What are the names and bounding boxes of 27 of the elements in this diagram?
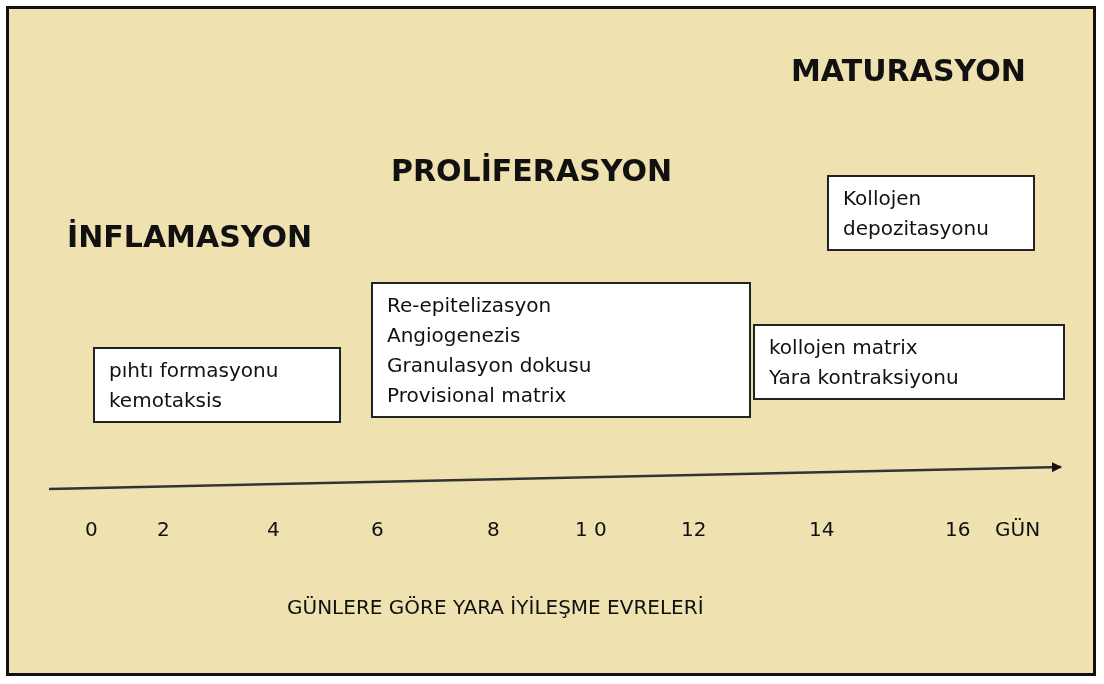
text-box [371, 282, 751, 418]
phase-heading: İNFLAMASYON [67, 219, 313, 254]
tick-label: 12 [681, 517, 707, 541]
axis-unit: GÜN [995, 517, 1041, 541]
tick-label: 2 [157, 517, 170, 541]
tick-label: 8 [487, 517, 500, 541]
tick-label: 16 [945, 517, 971, 541]
box-text: kemotaksis [109, 387, 223, 414]
text-box [827, 175, 1035, 251]
box-text: Yara kontraksiyonu [769, 364, 960, 391]
caption: GÜNLERE GÖRE YARA İYİLEŞME EVRELERİ [287, 595, 704, 619]
box-text: Provisional matrix [387, 382, 568, 409]
tick-label: 4 [267, 517, 280, 541]
tick-label: 6 [371, 517, 384, 541]
text-box [93, 347, 341, 423]
box-text: Re-epitelizasyon [387, 292, 553, 319]
phase-heading: MATURASYON [791, 53, 1026, 88]
box-text: Kollojen depozitasyonu [843, 185, 990, 242]
box-text: Angiogenezis [387, 322, 522, 349]
tick-label: 0 [85, 517, 98, 541]
text-box [753, 324, 1065, 400]
box-text: kollojen matrix [769, 334, 919, 361]
phase-heading: PROLİFERASYON [391, 153, 673, 188]
tick-label: 14 [809, 517, 835, 541]
tick-label: 1 0 [575, 517, 607, 541]
box-text: pıhtı formasyonu [109, 357, 280, 384]
box-text: Granulasyon dokusu [387, 352, 593, 379]
